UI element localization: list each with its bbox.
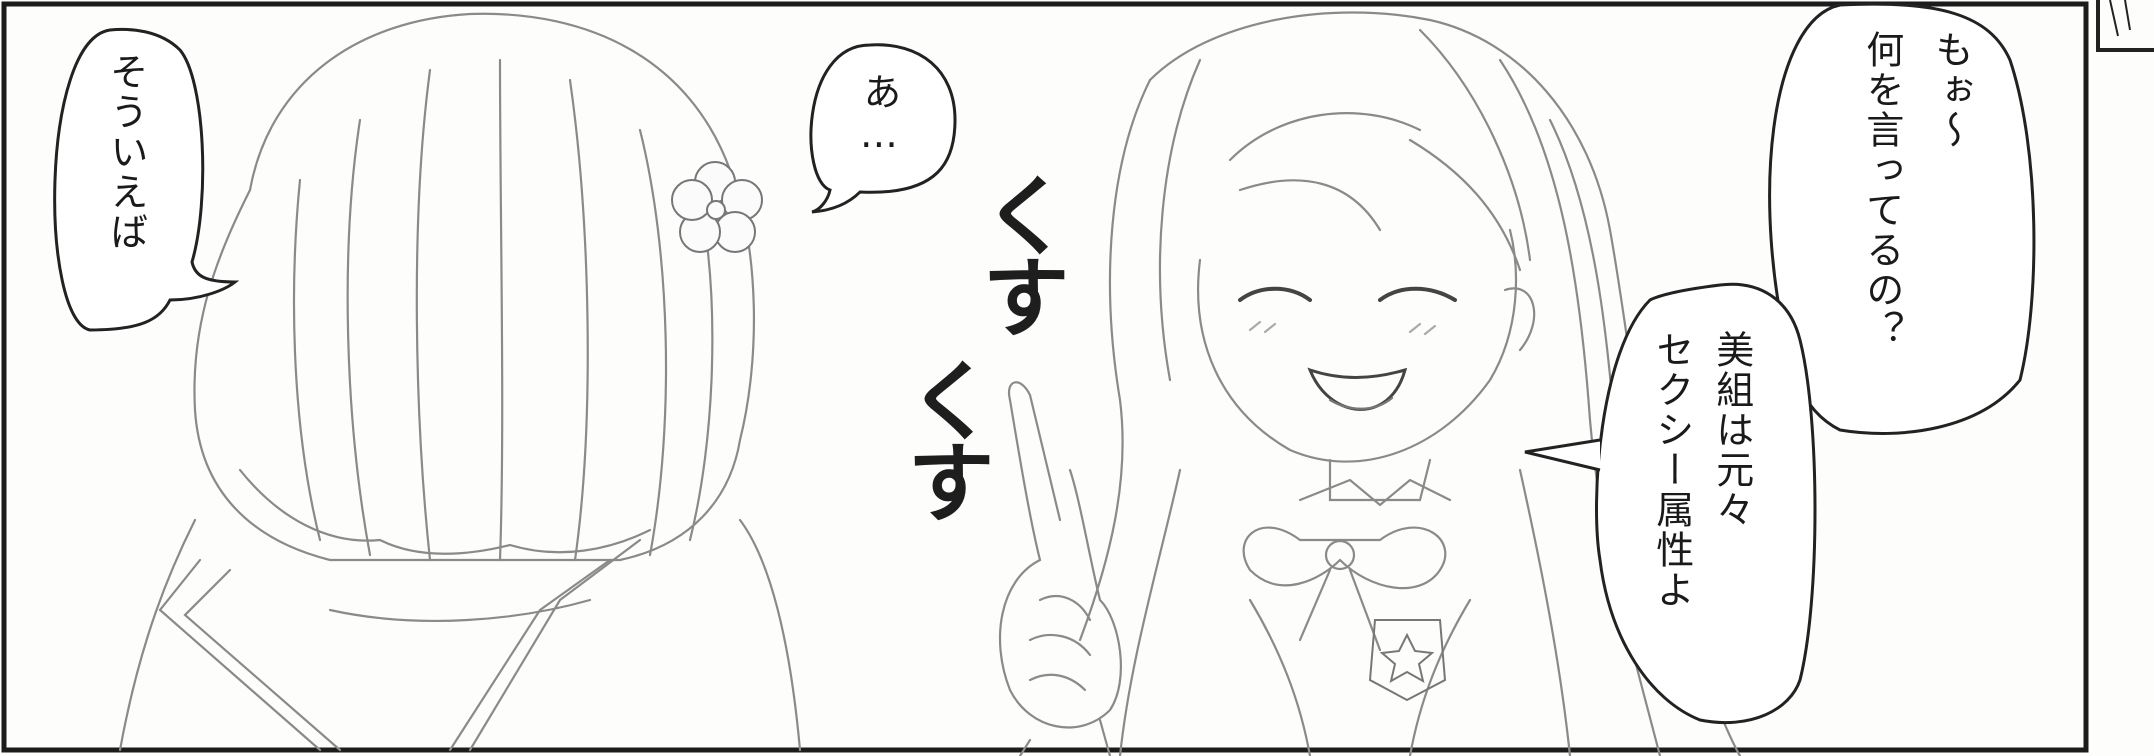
speech-left-text: そういえば bbox=[103, 52, 148, 252]
speech-middle-text: あ… bbox=[856, 72, 901, 158]
speech-right-top-line1: もぉ～ bbox=[1928, 30, 1973, 150]
speech-bubble-right-top bbox=[1768, 2, 2036, 435]
speech-right-top-line2: 何を言ってるの？ bbox=[1859, 30, 1904, 350]
girl-back-view bbox=[118, 12, 802, 752]
speech-right-bottom-line1: 美組は元々 bbox=[1709, 330, 1754, 530]
speech-right-bottom-line2: セクシー属性よ bbox=[1649, 330, 1694, 610]
speech-bubble-middle bbox=[809, 43, 957, 214]
speech-bubble-right-bottom bbox=[1524, 282, 1817, 725]
sfx-giggle-1: くす bbox=[968, 170, 1071, 334]
sfx-giggle-2: くす bbox=[893, 355, 996, 519]
speech-bubble-left bbox=[53, 27, 240, 332]
flower-hair-clip-icon bbox=[671, 161, 763, 253]
star-badge-icon bbox=[1368, 619, 1447, 702]
adjacent-panel-edge bbox=[2096, 0, 2154, 52]
